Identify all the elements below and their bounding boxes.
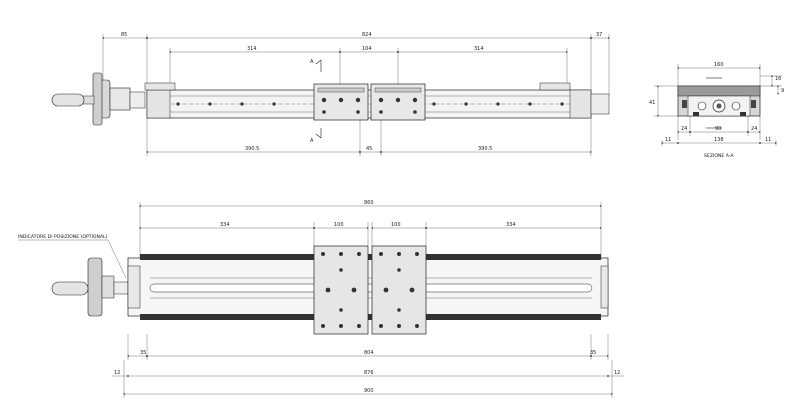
dim-334-left: 334: [220, 222, 230, 228]
section-dim-90: 90: [715, 126, 721, 132]
section-mark-bottom: A: [310, 138, 314, 144]
dim-860: 860: [364, 200, 374, 206]
dim-inner-314-left: 314: [247, 46, 257, 52]
dim-35-left: 35: [140, 350, 146, 356]
dim-334-right: 334: [506, 222, 516, 228]
handwheel-bottom: [51, 257, 129, 317]
dim-804: 804: [364, 350, 374, 356]
section-dim-138: 138: [714, 137, 724, 143]
dim-100-right: 100: [391, 222, 401, 228]
carriages-bottom: [313, 245, 427, 335]
rail-top: [146, 89, 610, 119]
dim-bottom-390-right: 390.5: [478, 146, 492, 152]
position-indicator-label: INDICATORE DI POSIZIONE (OPTIONAL): [18, 234, 108, 240]
dim-top-37: 37: [596, 32, 602, 38]
bottom-view: 860 334 100 100 334 INDICATORE DI POSIZI…: [18, 200, 624, 398]
section-mark-top: A: [310, 59, 314, 65]
rail-holes-top: [176, 102, 564, 106]
dim-bottom-390-left: 390.5: [245, 146, 259, 152]
dim-bottom-45: 45: [366, 146, 372, 152]
section-dim-160: 160: [714, 62, 724, 68]
section-label: SEZIONE A-A: [704, 153, 734, 159]
section-dim-16: 16: [775, 76, 781, 82]
section-dim-41: 41: [649, 100, 655, 106]
top-view: 85 824 37 314 104 314 A A: [51, 32, 610, 156]
handwheel-top: [51, 72, 146, 126]
section-view: 160 41 16 9 24 90: [649, 62, 784, 159]
dim-top-85: 85: [121, 32, 127, 38]
dim-100-left: 100: [334, 222, 344, 228]
dim-12-right: 12: [614, 370, 620, 376]
section-dim-24-left: 24: [681, 126, 687, 132]
dim-35-right: 35: [590, 350, 596, 356]
dim-12-left: 12: [114, 370, 120, 376]
section-dim-11-right: 11: [765, 137, 771, 143]
dim-inner-314-right: 314: [474, 46, 484, 52]
dim-top-824: 824: [362, 32, 372, 38]
section-dim-11-left: 11: [665, 137, 671, 143]
dim-inner-104: 104: [362, 46, 372, 52]
dim-876: 876: [364, 370, 374, 376]
end-brackets-top: [144, 82, 571, 91]
section-dim-24-right: 24: [751, 126, 757, 132]
section-dim-9: 9: [781, 88, 784, 94]
carriages-top: [313, 83, 426, 121]
dim-900: 900: [364, 388, 374, 394]
